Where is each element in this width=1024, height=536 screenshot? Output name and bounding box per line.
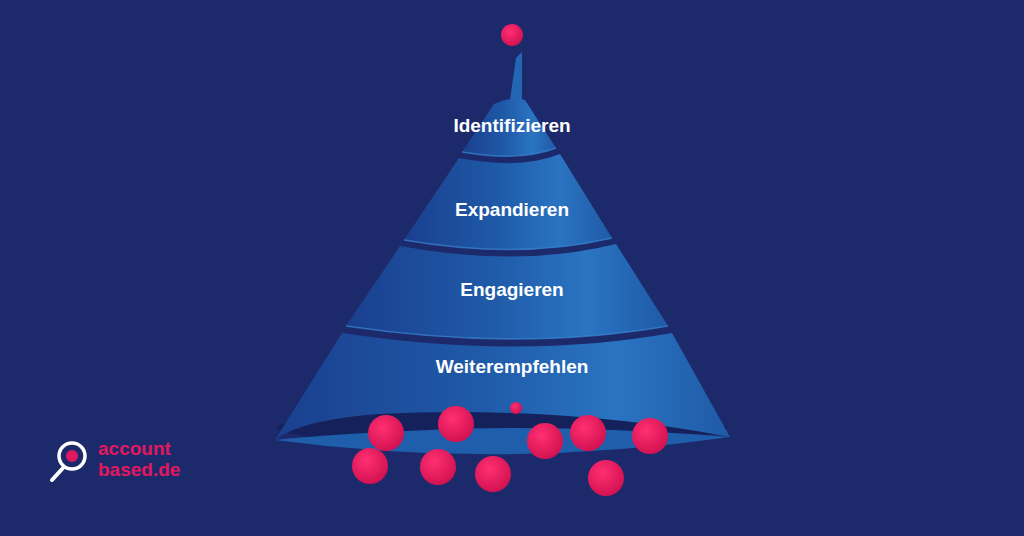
ball [510,402,522,414]
ball [632,418,668,454]
band-label: Weiterempfehlen [436,356,589,378]
ball [588,460,624,496]
ball [420,449,456,485]
funnel-band: Engagieren [452,277,571,303]
band-label: Engagieren [460,279,563,301]
ball [570,415,606,451]
band-label: Expandieren [455,199,569,221]
funnel-band: Weiterempfehlen [428,354,597,380]
band-shape [404,154,612,250]
funnel-band: Expandieren [447,197,577,223]
ball [368,415,404,451]
ball [438,406,474,442]
balls [352,402,668,496]
band-label: Identifizieren [453,115,570,137]
logo-text: account based.de [98,439,194,481]
top-ball [501,24,523,46]
ball [527,423,563,459]
funnel-band: Identifizieren [445,113,578,139]
band-shape [346,244,668,339]
spire [510,52,522,100]
ball [352,448,388,484]
ball [475,456,511,492]
logo-icon [52,443,85,480]
